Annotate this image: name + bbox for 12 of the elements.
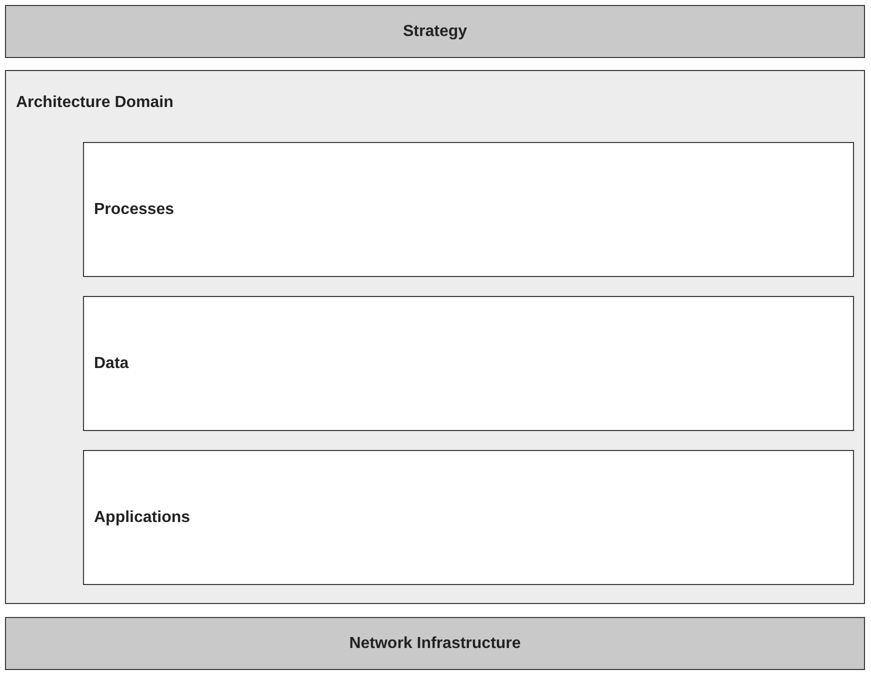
- layer-box: [83, 450, 854, 585]
- layer-label: Processes: [94, 201, 174, 219]
- layer-box: [83, 142, 854, 277]
- domain-panel: [5, 70, 865, 604]
- layer-label: Network Infrastructure: [348, 635, 522, 653]
- layer-band: [5, 617, 865, 670]
- layer-box: [83, 296, 854, 431]
- layer-band: [5, 5, 865, 58]
- layer-label: Strategy: [402, 23, 468, 41]
- layer-label: Applications: [94, 509, 190, 527]
- layer-label: Data: [94, 355, 129, 373]
- domain-title: Architecture Domain: [16, 94, 174, 112]
